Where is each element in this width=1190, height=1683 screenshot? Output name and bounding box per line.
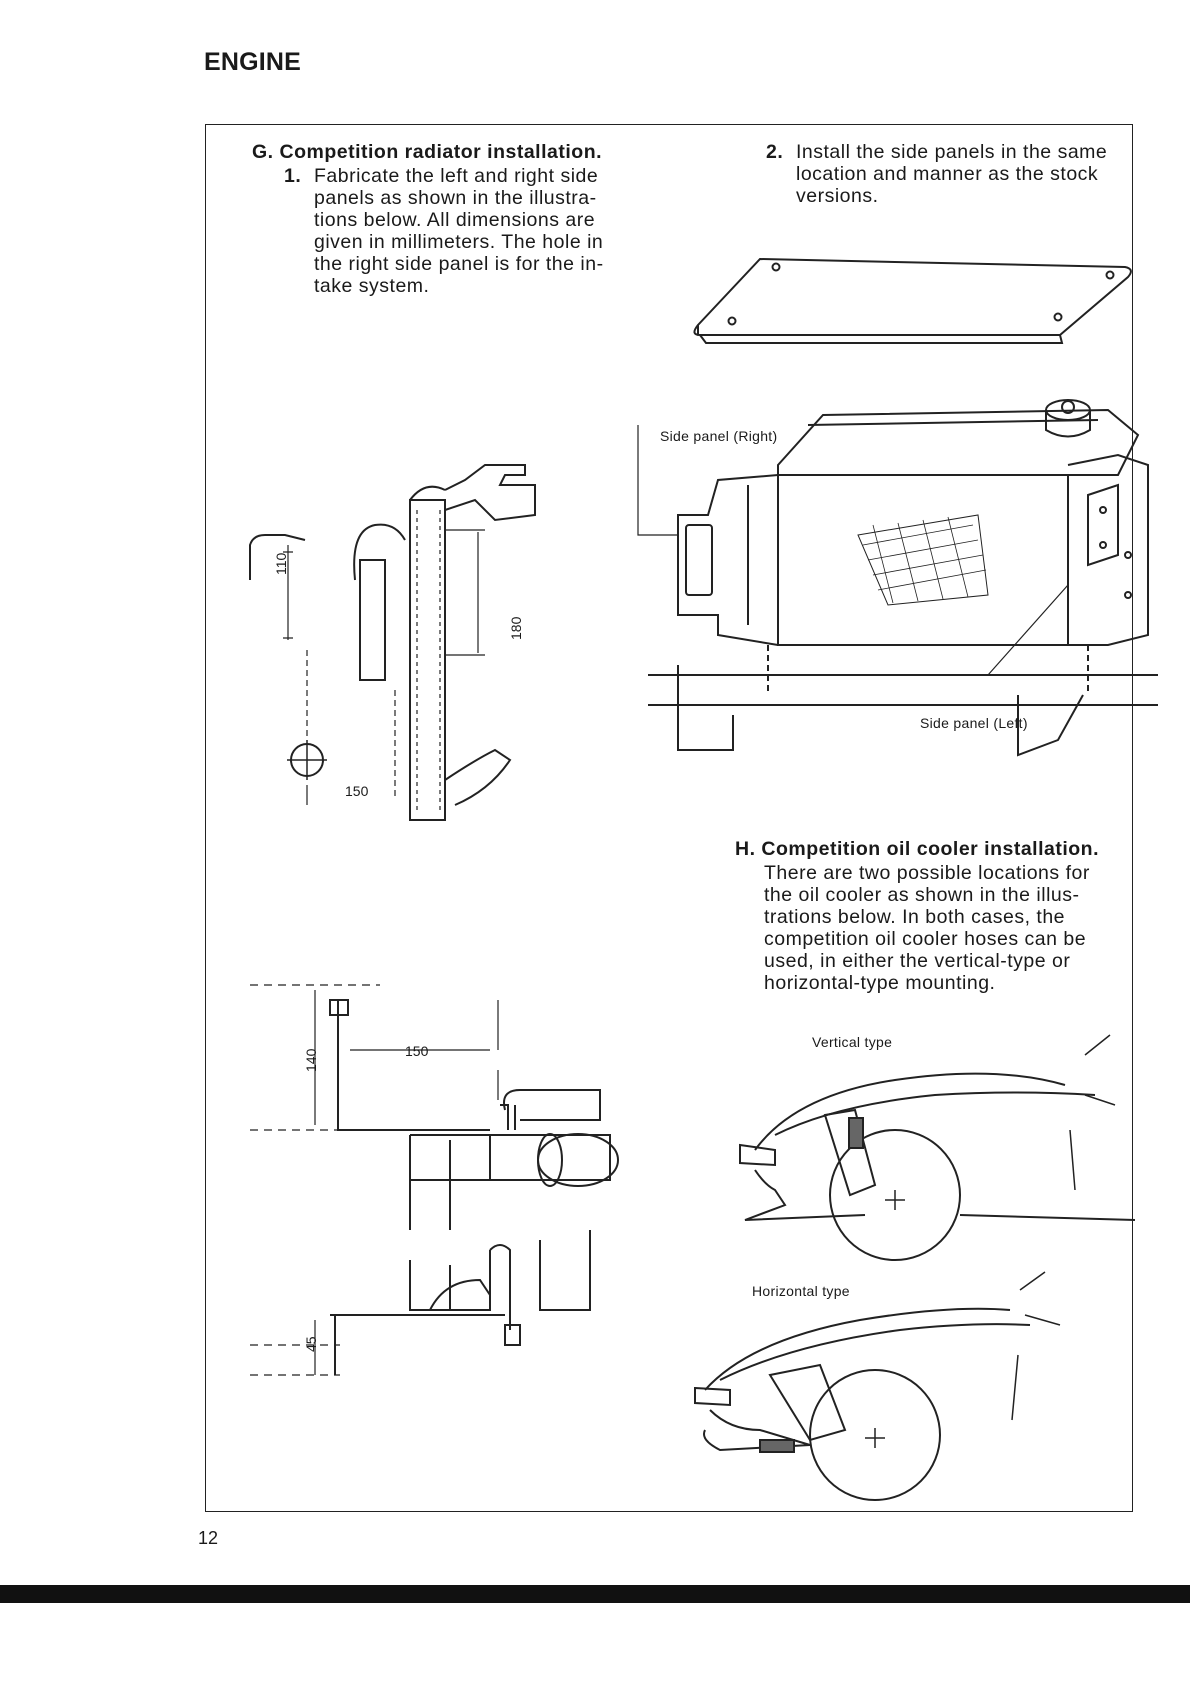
content-frame: [205, 124, 1133, 1512]
dimension-110: 110: [273, 552, 289, 575]
step-1-number: 1.: [284, 165, 302, 187]
right-side-panel-drawing: [249, 464, 536, 821]
page-number: 12: [198, 1528, 219, 1548]
horizontal-type-illustration: [694, 1271, 1061, 1501]
side-panel-right-label: Side panel (Right): [660, 428, 778, 444]
step-2-text: Install the side panels in the same loca…: [796, 141, 1108, 207]
dimension-45: 45: [303, 1336, 319, 1352]
side-panel-plate-illustration: [693, 257, 1132, 344]
dimension-180: 180: [508, 616, 524, 640]
section-h-heading: H. Competition oil cooler installation.: [735, 838, 1100, 860]
section-h-text: There are two possible locations for the…: [764, 862, 1090, 994]
page-header: ENGINE: [204, 48, 302, 76]
radiator-assembly-illustration: [637, 399, 1158, 757]
dimension-150-bottom: 150: [405, 1043, 429, 1059]
left-side-panel-drawing: [250, 984, 619, 1376]
section-g-heading: G. Competition radiator installation.: [252, 141, 603, 163]
step-2-number: 2.: [766, 141, 784, 163]
side-panel-left-label: Side panel (Left): [920, 715, 1028, 731]
horizontal-type-label: Horizontal type: [752, 1283, 850, 1299]
step-1-text: Fabricate the left and right side panels…: [314, 165, 604, 297]
vertical-type-illustration: [739, 1034, 1136, 1261]
vertical-type-label: Vertical type: [812, 1034, 893, 1050]
dimension-140: 140: [303, 1048, 319, 1072]
scan-edge-bar: [0, 1585, 1190, 1603]
dimension-150-top: 150: [345, 783, 369, 799]
